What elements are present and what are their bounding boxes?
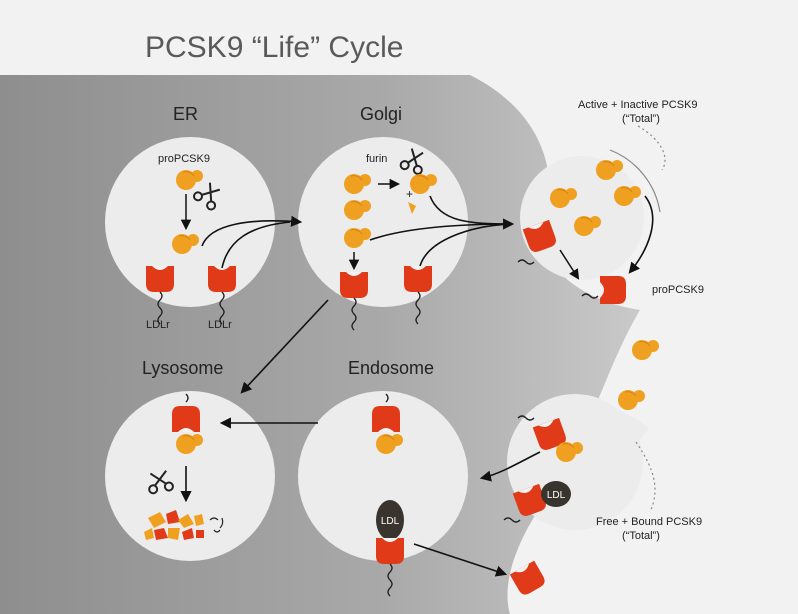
- endosome-ldlr-receptor: [376, 538, 404, 564]
- golgi-prodomain-fragment: [408, 202, 416, 214]
- membrane-receptor-top-tail: [517, 259, 535, 265]
- free-bound-annotation-line1: Free + Bound PCSK9: [596, 516, 702, 528]
- golgi-secretion-curve-2: [419, 223, 511, 267]
- er-ldlr-receptor-right: [208, 266, 236, 292]
- endosome-compartment: [298, 391, 468, 561]
- free-bound-dotted-leader: [635, 441, 656, 513]
- golgi-receptor-1: [340, 272, 368, 298]
- lysosome-compartment: [105, 391, 275, 561]
- active-inactive-bracket: [609, 149, 661, 213]
- er-receptor-to-golgi-arrow: [221, 221, 291, 269]
- lysosome-receptor: [172, 406, 200, 432]
- exterior-propcsk9-label: proPCSK9: [652, 284, 704, 296]
- pit-ldl-label: LDL: [547, 490, 566, 501]
- endosome-ldl-particle: [376, 500, 404, 540]
- pit-receptor-2-tail: [503, 517, 521, 523]
- recycled-receptor: [509, 560, 548, 598]
- free-pcsk9-2: [617, 389, 646, 411]
- free-bound-annotation-line2: (“Total”): [622, 530, 660, 542]
- endosome-ldl-label: LDL: [381, 516, 400, 527]
- golgi-to-membrane-arrow: [369, 218, 515, 241]
- golgi-to-lysosome-arrow: [240, 299, 329, 394]
- page-title: PCSK9 “Life” Cycle: [145, 31, 403, 64]
- golgi-receptor-2: [404, 266, 432, 292]
- endosome-receptor: [372, 406, 400, 432]
- active-inactive-annotation-line2: (“Total”): [622, 113, 660, 125]
- endosome-receptor-tail: [385, 393, 389, 403]
- pit-to-endosome-arrow: [479, 451, 541, 482]
- lysosome-scissors-icon: [148, 470, 174, 495]
- furin-scissors-icon: [399, 148, 424, 175]
- lysosome-receptor-tail: [185, 393, 189, 403]
- endosome-recycle-arrow: [413, 543, 508, 577]
- pit-ldl-particle: [541, 481, 571, 507]
- scissors-icon: [193, 182, 221, 211]
- er-label: ER: [173, 104, 198, 124]
- er-ldlr-label-right: LDLr: [208, 319, 232, 331]
- er-ldlr-receptor-left: [146, 266, 174, 292]
- golgi-label: Golgi: [360, 104, 402, 124]
- cell-body: [0, 75, 640, 614]
- lysosome-label: Lysosome: [142, 358, 223, 378]
- receptor-migrate-arrow: [559, 249, 580, 280]
- pcsk9-release-arrow: [628, 195, 654, 274]
- membrane-receptor-exterior-tail: [581, 293, 599, 299]
- degraded-fragments: [144, 510, 224, 540]
- pit-receptor-1-tail: [517, 415, 535, 421]
- er-ldlr-label-left: LDLr: [146, 319, 170, 331]
- golgi-furin-label: furin: [366, 153, 387, 165]
- er-to-golgi-arrow: [201, 215, 303, 247]
- golgi-plus-sign: +: [406, 187, 413, 201]
- membrane-receptor-exterior: [600, 276, 626, 304]
- free-pcsk9-1: [631, 339, 660, 361]
- endosome-label: Endosome: [348, 358, 434, 378]
- active-inactive-dotted-leader: [637, 125, 666, 171]
- er-propcsk9-label: proPCSK9: [158, 153, 210, 165]
- active-inactive-annotation-line1: Active + Inactive PCSK9: [578, 99, 698, 111]
